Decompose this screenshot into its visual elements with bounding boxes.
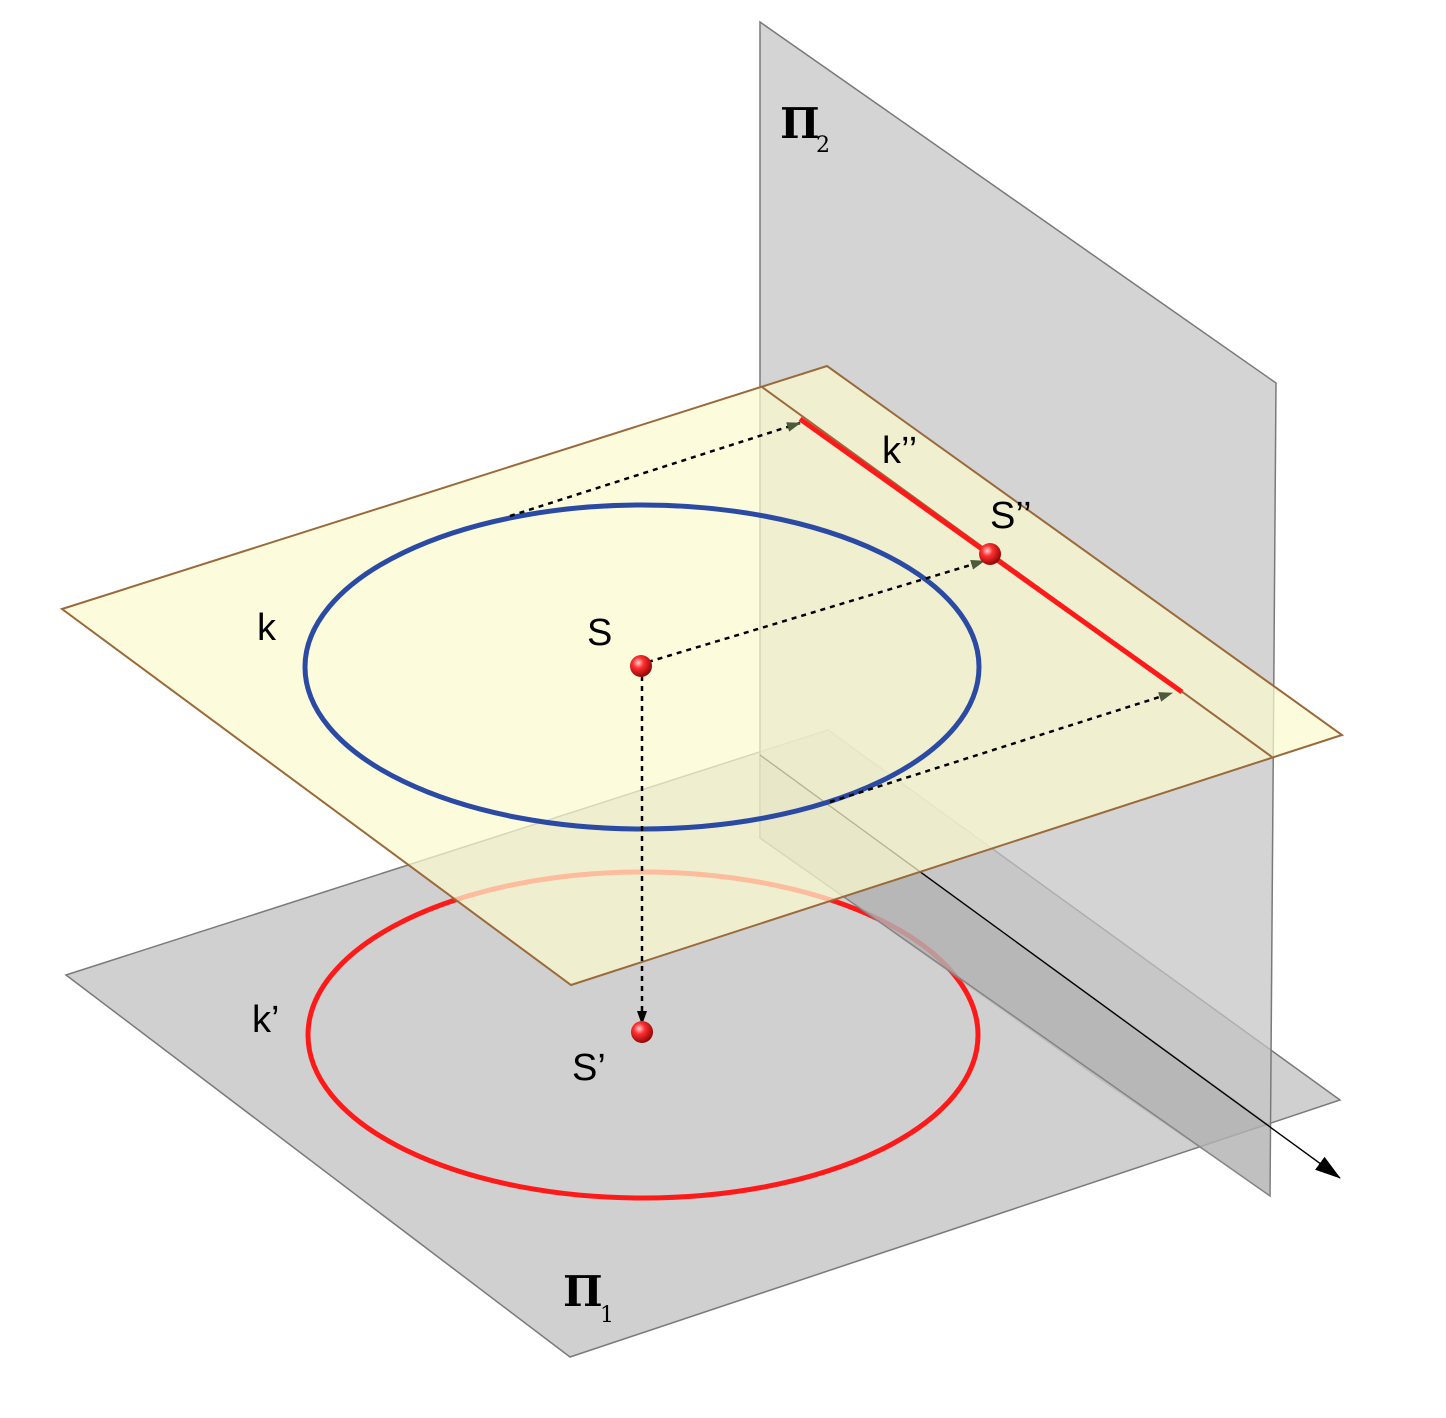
horizontal-plane [59, 364, 1345, 987]
ray-top [509, 421, 801, 518]
ray-center [647, 559, 985, 664]
label-pi1-sub: 1 [600, 1303, 614, 1328]
point-s-prime [631, 1021, 653, 1043]
label-k-double-prime: k’’ [882, 430, 917, 472]
label-k: k [257, 607, 277, 649]
point-s [630, 655, 652, 677]
label-pi1: Π [563, 1267, 603, 1316]
label-pi2-sub: 2 [816, 133, 830, 158]
label-pi2: Π [780, 99, 820, 148]
point-s-double-prime [979, 543, 1001, 565]
label-s-double-prime: S’’ [990, 495, 1032, 537]
label-k-prime: k’ [252, 999, 279, 1041]
label-s-prime: S’ [572, 1047, 606, 1089]
label-s: S [587, 612, 612, 654]
